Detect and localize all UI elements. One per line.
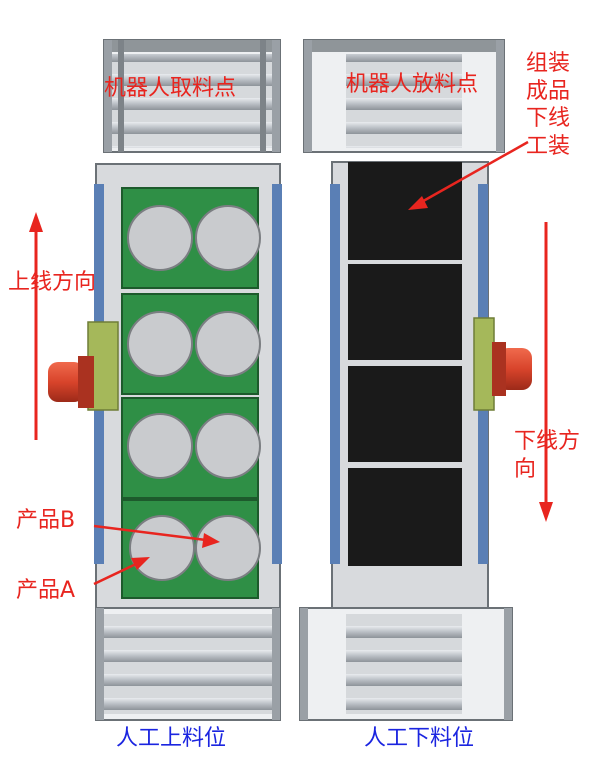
right-fixture-2 <box>348 264 462 360</box>
manual-load-label: 人工上料位 <box>116 726 227 751</box>
assembled-fixture-label-line: 下线 <box>526 106 571 131</box>
assembled-fixture-label-line: 组装 <box>526 51 571 76</box>
product-a-label: 产品A <box>16 578 76 603</box>
robot-place-point-label: 机器人放料点 <box>346 72 479 97</box>
left-top-roller-module <box>103 39 281 153</box>
assembled-fixture-label-line: 成品 <box>526 78 571 104</box>
left-pallet-3 <box>121 397 261 499</box>
assembled-fixture-label: 组装 成品 下线 工装 <box>526 50 592 160</box>
robot-pick-point-label: 机器人取料点 <box>104 76 237 101</box>
right-conveyor <box>299 39 532 721</box>
left-bottom-roller-module <box>95 607 281 721</box>
left-pallet-2 <box>121 293 261 395</box>
assembled-fixture-arrow <box>417 140 529 206</box>
product-b-label: 产品B <box>16 508 76 533</box>
assembled-fixture-label-line: 工装 <box>526 133 571 159</box>
right-drive-motor <box>473 317 532 411</box>
annotation-arrows <box>29 140 553 586</box>
right-side-rail-left <box>330 184 340 564</box>
right-fixture-3 <box>348 366 462 462</box>
left-drive-motor <box>48 321 119 411</box>
right-bottom-roller-module <box>299 607 513 721</box>
down-direction-label-line: 向 <box>514 456 537 482</box>
right-fixture-1 <box>348 162 462 260</box>
right-top-roller-module <box>303 39 505 153</box>
manual-unload-label: 人工下料位 <box>364 726 475 751</box>
up-direction-label: 上线方向 <box>8 270 97 295</box>
left-side-rail-right <box>272 184 282 564</box>
product-b-arrow <box>93 524 207 542</box>
down-direction-label: 下线方 向 <box>514 428 598 483</box>
down-direction-label-line: 下线方 <box>514 429 581 454</box>
left-pallet-4 <box>121 499 261 599</box>
right-fixture-4 <box>348 468 462 566</box>
left-pallet-1 <box>121 187 261 289</box>
product-a-arrow <box>93 562 137 586</box>
left-conveyor <box>48 39 282 721</box>
